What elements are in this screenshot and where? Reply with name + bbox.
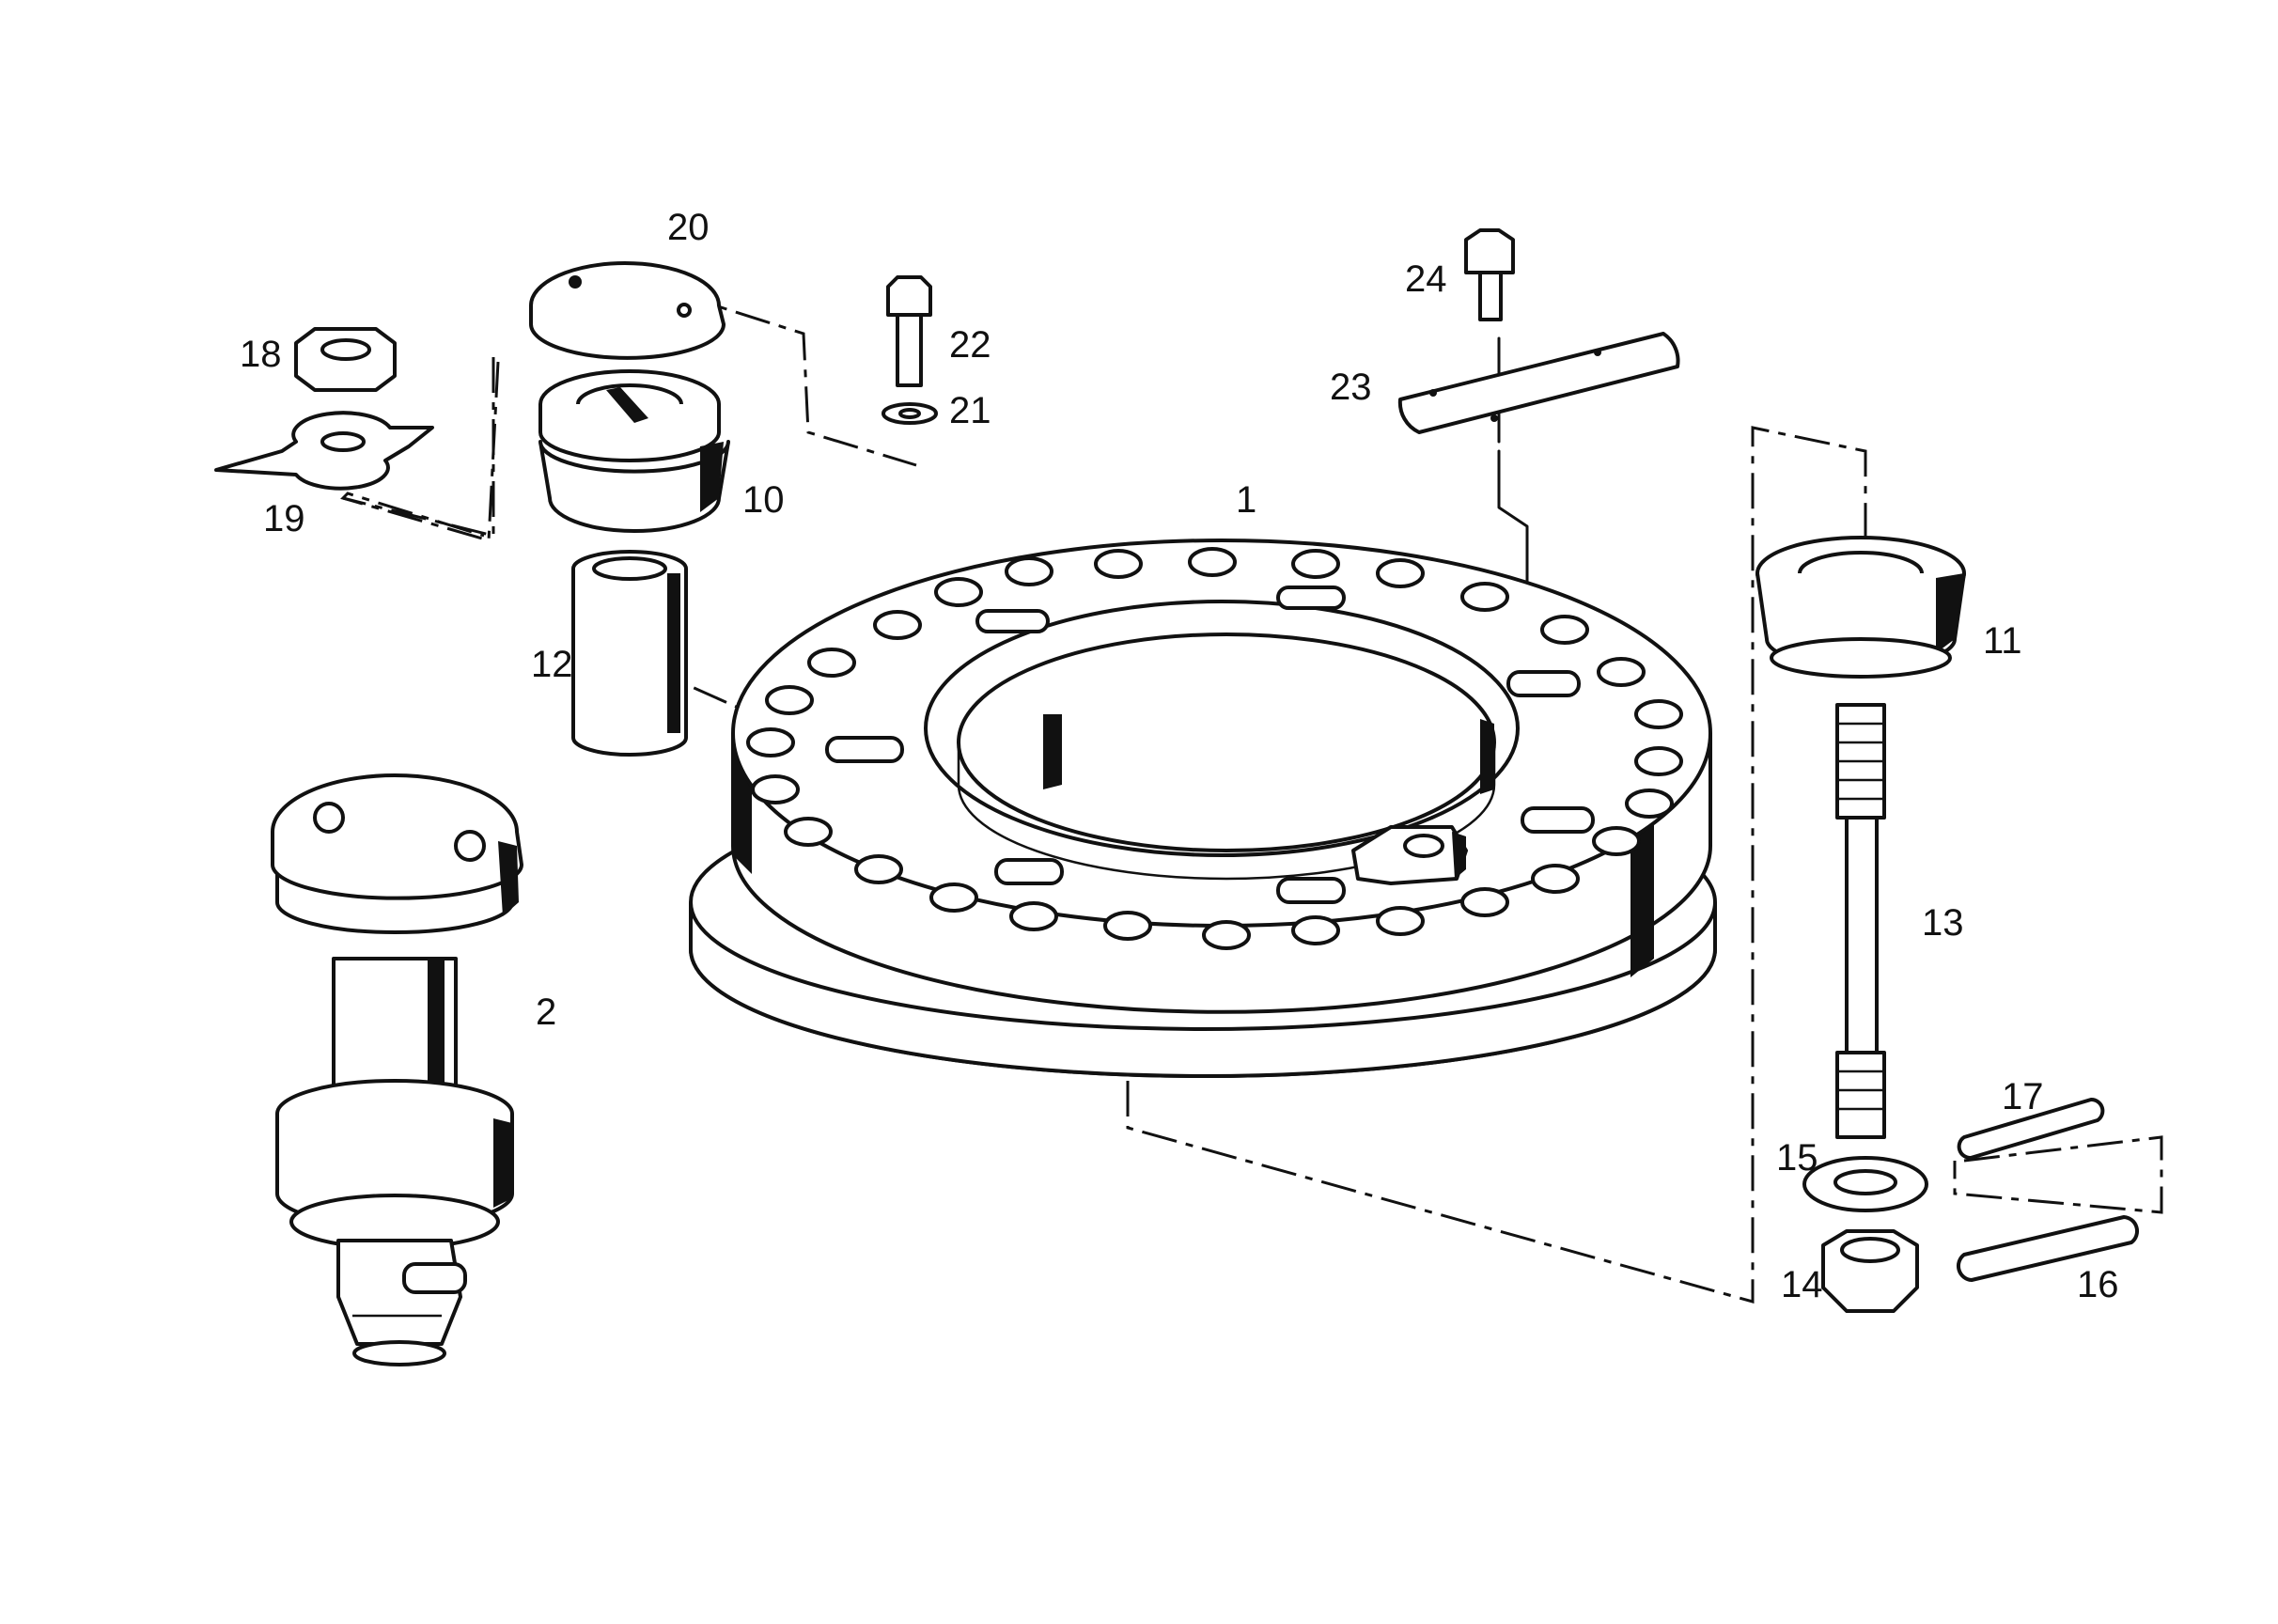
callout-24: 24 — [1405, 258, 1447, 300]
part-12-sleeve — [571, 550, 688, 757]
part-1-main-ring — [689, 539, 1717, 1078]
part-11-bearing-housing — [1755, 536, 1966, 679]
part-16-pin — [1957, 1215, 2139, 1282]
callout-11: 11 — [1983, 620, 2022, 662]
part-13-threaded-stud — [1835, 703, 1886, 1139]
callout-1: 1 — [1236, 479, 1256, 521]
callout-12: 12 — [531, 644, 573, 685]
callout-21: 21 — [949, 390, 991, 431]
callout-22: 22 — [949, 324, 991, 366]
part-10-bushing-housing — [538, 369, 730, 533]
callout-18: 18 — [240, 334, 282, 375]
callout-16: 16 — [2077, 1264, 2119, 1305]
part-17-pin — [1957, 1097, 2105, 1161]
callout-20: 20 — [667, 207, 710, 248]
callout-14: 14 — [1781, 1264, 1823, 1305]
part-15-washer — [1802, 1156, 1928, 1212]
part-23-cover-plate — [1397, 332, 1680, 434]
callout-labels: 1 2 10 11 12 13 14 15 16 17 18 19 20 21 … — [240, 207, 2119, 1305]
part-18-hex-nut — [294, 327, 397, 392]
part-21-washer — [882, 402, 938, 425]
callout-15: 15 — [1776, 1137, 1818, 1179]
part-14-castle-nut — [1821, 1229, 1919, 1313]
part-24-bolt — [1464, 228, 1515, 321]
callout-10: 10 — [742, 479, 785, 521]
part-19-lock-plate — [214, 411, 434, 491]
part-20-cap — [529, 261, 726, 360]
part-22-bolt — [886, 275, 932, 387]
part-2-bolt-assembly — [271, 773, 523, 1366]
callout-23: 23 — [1330, 367, 1372, 408]
callout-17: 17 — [2002, 1076, 2044, 1117]
ring-bolt-holes — [746, 547, 1683, 950]
callout-2: 2 — [536, 992, 556, 1033]
callout-19: 19 — [263, 498, 305, 539]
callout-13: 13 — [1922, 902, 1964, 944]
